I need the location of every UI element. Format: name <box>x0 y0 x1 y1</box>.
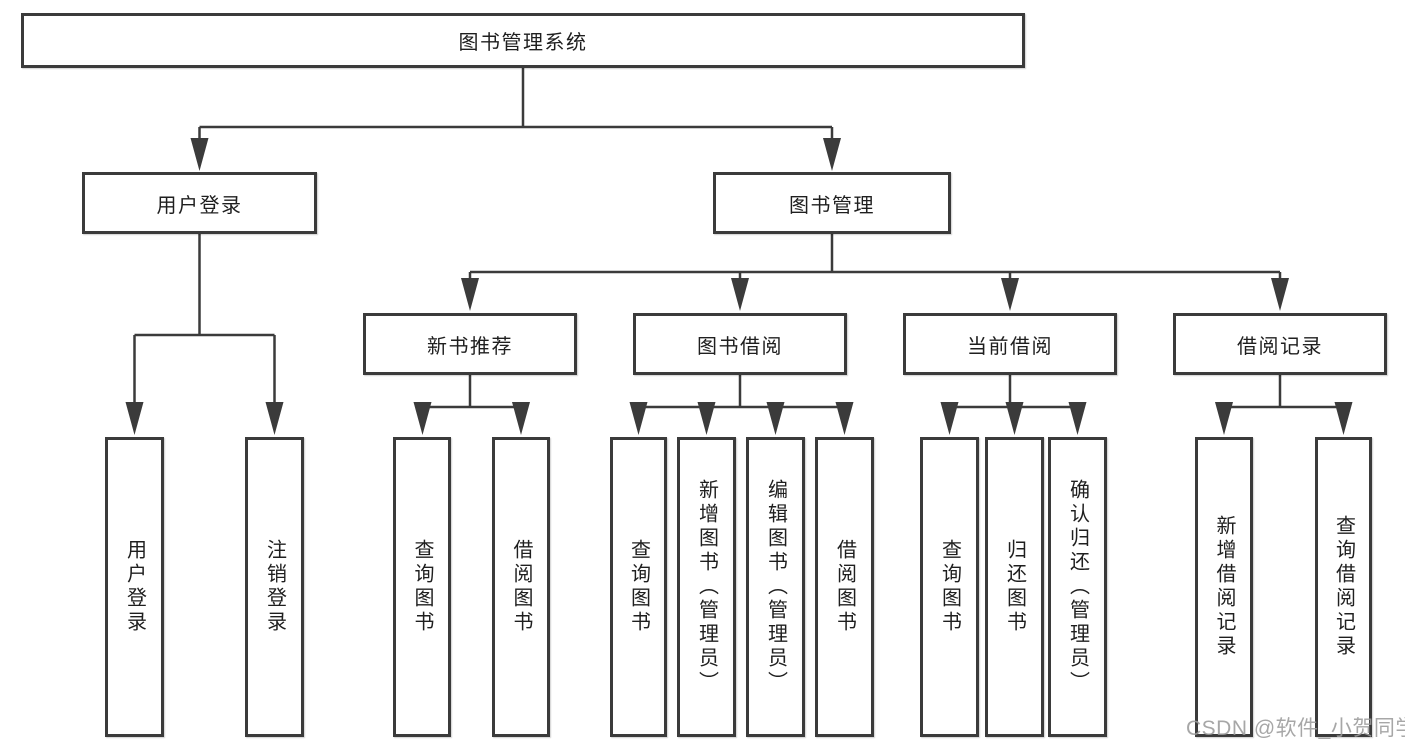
node-library-management-system: 图书管理系统 <box>21 13 1025 68</box>
leaf-query-books-borrowing: 查询图书 <box>610 437 667 737</box>
node-borrowing-records-label: 借阅记录 <box>1237 335 1323 358</box>
leaf-add-books-admin: 新增图书（管理员） <box>677 437 736 737</box>
leaf-user-login: 用户登录 <box>105 437 164 737</box>
arrowhead-icon <box>766 402 785 435</box>
leaf-borrow-books-recommendation: 借阅图书 <box>492 437 550 737</box>
leaf-add-borrow-record: 新增借阅记录 <box>1195 437 1253 737</box>
leaf-confirm-return-admin: 确认归还（管理员） <box>1048 437 1107 737</box>
node-current-borrowing: 当前借阅 <box>903 313 1117 375</box>
leaf-return-books: 归还图书 <box>985 437 1044 737</box>
connector-new-book-recommendation-to-children <box>422 375 521 409</box>
leaf-return-books-label: 归还图书 <box>1003 539 1026 635</box>
leaf-edit-books-admin: 编辑图书（管理员） <box>746 437 805 737</box>
connector-book-borrowing-to-children <box>638 375 845 409</box>
arrowhead-icon <box>413 402 432 435</box>
arrowhead-icon <box>835 402 854 435</box>
node-book-borrowing-label: 图书借阅 <box>697 335 783 358</box>
arrowhead-icon <box>125 402 144 435</box>
connector-root-to-level2 <box>198 68 834 140</box>
leaf-logout: 注销登录 <box>245 437 304 737</box>
arrowhead-icon <box>731 278 749 311</box>
node-current-borrowing-label: 当前借阅 <box>967 335 1053 358</box>
arrowhead-icon <box>1001 278 1019 311</box>
node-library-management-system-label: 图书管理系统 <box>458 32 588 54</box>
node-user-login-label: 用户登录 <box>156 194 243 217</box>
arrowhead-icon <box>940 402 959 435</box>
arrowhead-icon <box>1271 278 1289 311</box>
node-book-management-label: 图书管理 <box>789 194 875 217</box>
leaf-add-borrow-record-label: 新增借阅记录 <box>1213 515 1235 659</box>
arrowhead-icon <box>461 278 479 311</box>
node-new-book-recommendation-label: 新书推荐 <box>427 335 513 358</box>
leaf-query-books-recommendation: 查询图书 <box>393 437 451 737</box>
node-new-book-recommendation: 新书推荐 <box>363 313 577 375</box>
leaf-query-borrow-record-label: 查询借阅记录 <box>1332 515 1355 659</box>
leaf-query-books-recommendation-label: 查询图书 <box>411 539 433 635</box>
node-book-borrowing: 图书借阅 <box>633 313 847 375</box>
arrowhead-icon <box>1334 402 1353 435</box>
watermark: CSDN @软件_小贺同学 <box>1186 717 1405 740</box>
arrowhead-icon <box>1005 402 1024 435</box>
node-user-login: 用户登录 <box>82 172 317 234</box>
leaf-borrow-books-recommendation-label: 借阅图书 <box>510 539 532 635</box>
arrowhead-icon <box>697 402 716 435</box>
leaf-edit-books-admin-label: 编辑图书（管理员） <box>764 479 787 695</box>
connector-book-management-to-level3 <box>468 234 1282 281</box>
arrowhead-icon <box>190 138 209 171</box>
leaf-borrow-books-borrowing: 借阅图书 <box>815 437 874 737</box>
connector-user-login-to-children <box>133 234 276 404</box>
arrowhead-icon <box>1068 402 1087 435</box>
leaf-confirm-return-admin-label: 确认归还（管理员） <box>1066 479 1089 695</box>
connector-borrowing-records-to-children <box>1224 375 1344 409</box>
leaf-query-books-current-label: 查询图书 <box>938 539 961 635</box>
leaf-user-login-label: 用户登录 <box>123 539 146 635</box>
leaf-query-books-borrowing-label: 查询图书 <box>627 539 650 635</box>
node-book-management: 图书管理 <box>713 172 951 234</box>
leaf-query-borrow-record: 查询借阅记录 <box>1315 437 1372 737</box>
leaf-logout-label: 注销登录 <box>263 539 286 635</box>
arrowhead-icon <box>823 138 841 171</box>
leaf-borrow-books-borrowing-label: 借阅图书 <box>833 539 856 635</box>
arrowhead-icon <box>512 402 530 435</box>
leaf-query-books-current: 查询图书 <box>920 437 979 737</box>
arrowhead-icon <box>629 402 648 435</box>
node-borrowing-records: 借阅记录 <box>1173 313 1387 375</box>
leaf-add-books-admin-label: 新增图书（管理员） <box>695 479 718 695</box>
arrowhead-icon <box>265 402 284 435</box>
arrowhead-icon <box>1215 402 1233 435</box>
